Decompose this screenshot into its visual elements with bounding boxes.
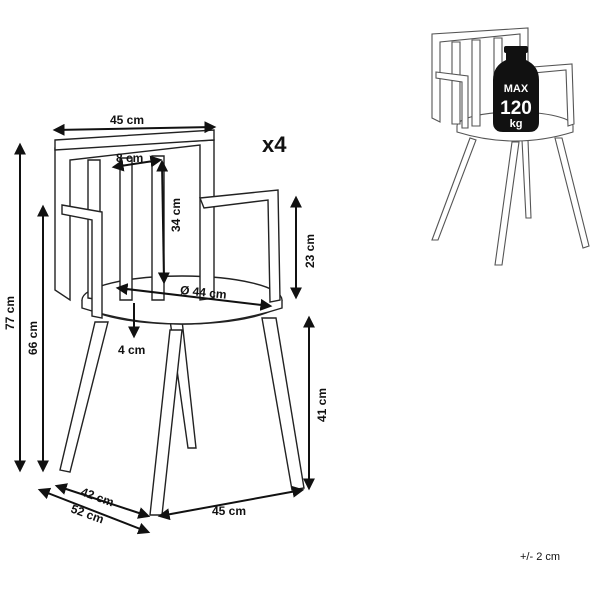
quantity-label: x4 [262, 132, 287, 157]
badge-unit: kg [510, 118, 523, 130]
label-total-height: 77 cm [3, 296, 17, 330]
tolerance-note: +/- 2 cm [520, 551, 560, 563]
label-armrest-floor-height: 66 cm [26, 321, 40, 355]
label-backrest-height: 34 cm [169, 198, 183, 232]
dimension-lines [14, 121, 315, 535]
badge-weight: 120 [500, 98, 532, 119]
weight-icon [493, 52, 539, 132]
badge-max: MAX [504, 83, 529, 95]
load-capacity-chair-drawing [431, 27, 590, 266]
main-chair-drawing [54, 129, 305, 516]
label-seat-diameter: Ø 44 cm [179, 283, 227, 302]
label-seat-thickness: 4 cm [118, 343, 145, 357]
label-top-width: 45 cm [110, 113, 144, 127]
label-slat-width: 8 cm [116, 151, 143, 165]
label-width-legs: 45 cm [212, 504, 246, 518]
label-armrest-height: 23 cm [303, 234, 317, 268]
label-seat-height: 41 cm [315, 388, 329, 422]
